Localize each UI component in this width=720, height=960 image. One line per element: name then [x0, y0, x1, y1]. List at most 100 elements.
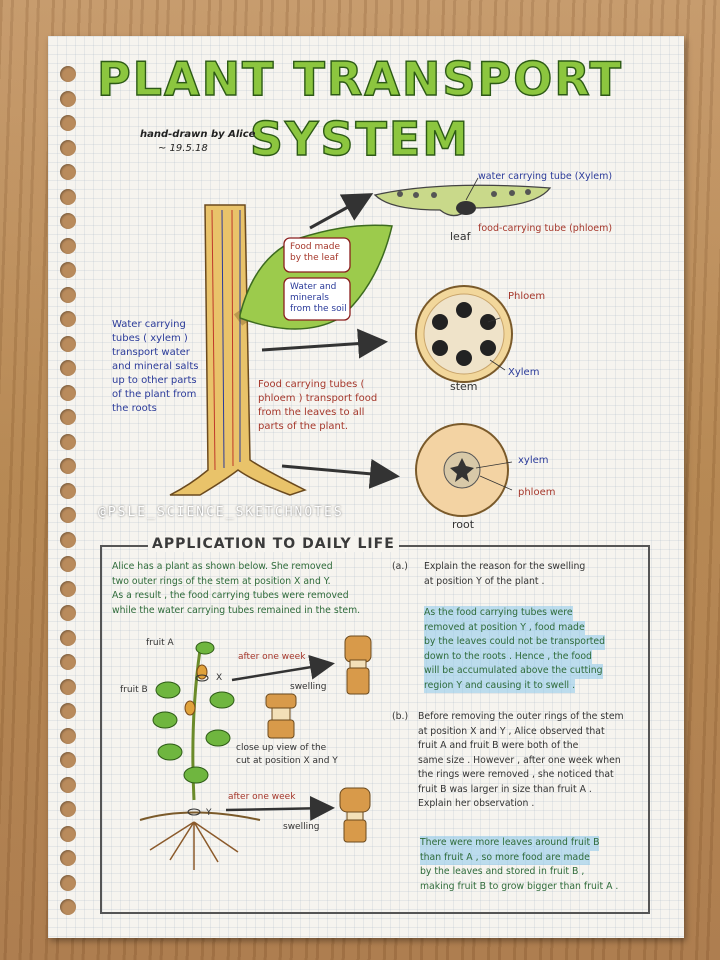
binder-hole: [60, 213, 76, 229]
fig-fruit-a-label: fruit A: [146, 638, 174, 648]
binder-hole: [60, 262, 76, 278]
root-xylem-label: xylem: [518, 455, 549, 466]
binder-hole: [60, 433, 76, 450]
qa-answer-line: will be accumulated above the cutting: [424, 664, 603, 679]
binder-hole: [60, 286, 76, 303]
binder-hole: [60, 384, 76, 401]
fig-after-week-1: after one week: [238, 652, 306, 662]
author-credit: hand-drawn by Alice: [140, 129, 256, 140]
qb-question: Before removing the outer rings of the s…: [418, 710, 646, 812]
binder-hole: [60, 825, 76, 842]
closeup-stem-segment: [265, 693, 297, 739]
qb-question-line: the rings were removed , she noticed tha…: [418, 769, 614, 780]
watermark: @PSLE_SCIENCE_SKETCHNOTES: [98, 505, 344, 520]
qa-answer-line: region Y and causing it to swell .: [424, 678, 576, 693]
stem-cross-section: [415, 285, 513, 383]
qb-answer-line: than fruit A , so more food are made: [420, 850, 590, 865]
qb-question-line: at position X and Y , Alice observed tha…: [418, 725, 605, 737]
binder-hole: [60, 556, 76, 572]
binder-hole: [60, 482, 76, 499]
application-plant-drawing: [139, 641, 261, 870]
application-heading: APPLICATION TO DAILY LIFE: [148, 536, 399, 552]
qb-question-line: Explain her observation .: [418, 798, 535, 809]
leaf-label-food: Food made by the leaf: [290, 242, 340, 263]
leaf-phloem-label: food-carrying tube (phloem): [478, 223, 613, 234]
binder-hole: [60, 874, 76, 891]
qa-question-line: Explain the reason for the swelling: [424, 561, 586, 572]
binder-hole: [60, 164, 76, 180]
binder-hole: [60, 507, 76, 523]
binder-hole: [60, 188, 76, 205]
leaf-xylem-label: water carrying tube (Xylem): [478, 171, 613, 182]
binder-hole: [60, 678, 76, 695]
binder-hole: [60, 752, 76, 768]
binder-hole: [60, 605, 76, 621]
binder-hole: [60, 335, 76, 352]
author-date: ~ 19.5.18: [158, 143, 208, 154]
stem-phloem-label: Phloem: [508, 291, 546, 302]
arrow-to-stem-section: [261, 328, 388, 359]
swollen-stem-segment-bottom: [339, 787, 371, 843]
arrow-after-one-week-1: [231, 654, 335, 682]
leaf-section-name: leaf: [450, 230, 471, 243]
binder-hole: [60, 458, 76, 474]
qa-answer-line: down to the roots . Hence , the food: [424, 649, 592, 664]
notebook-page: [48, 36, 684, 938]
qb-label: (b.): [392, 711, 409, 722]
qa-answer-line: by the leaves could not be transported: [424, 635, 606, 650]
intro-line: while the water carrying tubes remained …: [112, 604, 361, 616]
arrow-after-one-week-2: [225, 795, 335, 821]
page-title-line-1: PLANT TRANSPORT: [96, 51, 624, 106]
fig-x-label: X: [216, 673, 223, 683]
xylem-note: Water carrying tubes ( xylem ) transport…: [112, 319, 199, 414]
qb-answer-line: by the leaves and stored in fruit B ,: [420, 866, 585, 877]
intro-line: As a result , the food carrying tubes we…: [112, 590, 349, 601]
page-title-line-2: SYSTEM: [249, 111, 471, 166]
arrow-to-root-section: [281, 458, 400, 489]
binder-hole: [60, 115, 76, 131]
leaf-cross-section: [373, 184, 552, 217]
application-intro: Alice has a plant as shown below. She re…: [112, 560, 387, 618]
leaf-drawing: [239, 224, 393, 330]
qb-answer-line: There were more leaves around fruit B: [420, 836, 600, 851]
leaf-label-water: Water and minerals from the soil: [290, 282, 347, 314]
qb-question-line: Before removing the outer rings of the s…: [418, 711, 624, 722]
phloem-note: Food carrying tubes ( phloem ) transport…: [258, 379, 378, 432]
fig-closeup-caption: close up view of the cut at position X an…: [236, 742, 338, 768]
root-cross-section: [415, 423, 509, 517]
fig-fruit-b-label: fruit B: [120, 685, 148, 695]
fig-y-label: Y: [206, 808, 212, 818]
binder-hole: [60, 139, 76, 156]
closeup-line: cut at position X and Y: [236, 756, 338, 766]
qb-question-line: same size . However , after one week whe…: [418, 754, 621, 766]
stem-section-name: stem: [450, 380, 478, 393]
binder-hole: [60, 654, 76, 670]
binder-hole: [60, 703, 76, 719]
binder-hole: [60, 360, 76, 376]
swollen-stem-segment-top: [344, 635, 372, 695]
qb-question-line: fruit B was larger in size than fruit A …: [418, 783, 592, 795]
qa-question: Explain the reason for the swelling at po…: [424, 560, 639, 589]
binder-hole: [60, 727, 76, 744]
binder-hole: [60, 899, 76, 915]
binder-hole: [60, 66, 76, 82]
binder-hole: [60, 409, 76, 425]
arrow-to-leaf-section: [309, 193, 374, 230]
binder-hole: [60, 237, 76, 254]
qb-question-line: fruit A and fruit B were both of the: [418, 740, 579, 751]
stem-xylem-label: Xylem: [508, 367, 540, 378]
root-phloem-label: phloem: [518, 487, 556, 498]
fig-swelling-2: swelling: [283, 822, 320, 832]
closeup-line: close up view of the: [236, 743, 327, 753]
qa-answer-line: As the food carrying tubes were: [424, 606, 573, 621]
binder-hole: [60, 531, 76, 548]
qa-question-line: at position Y of the plant .: [424, 575, 545, 587]
root-section-name: root: [452, 518, 475, 531]
fig-after-week-2: after one week: [228, 792, 296, 802]
binder-hole: [60, 311, 76, 327]
qa-answer-line: removed at position Y , food made: [424, 620, 585, 635]
binder-hole: [60, 776, 76, 793]
binder-hole: [60, 580, 76, 597]
